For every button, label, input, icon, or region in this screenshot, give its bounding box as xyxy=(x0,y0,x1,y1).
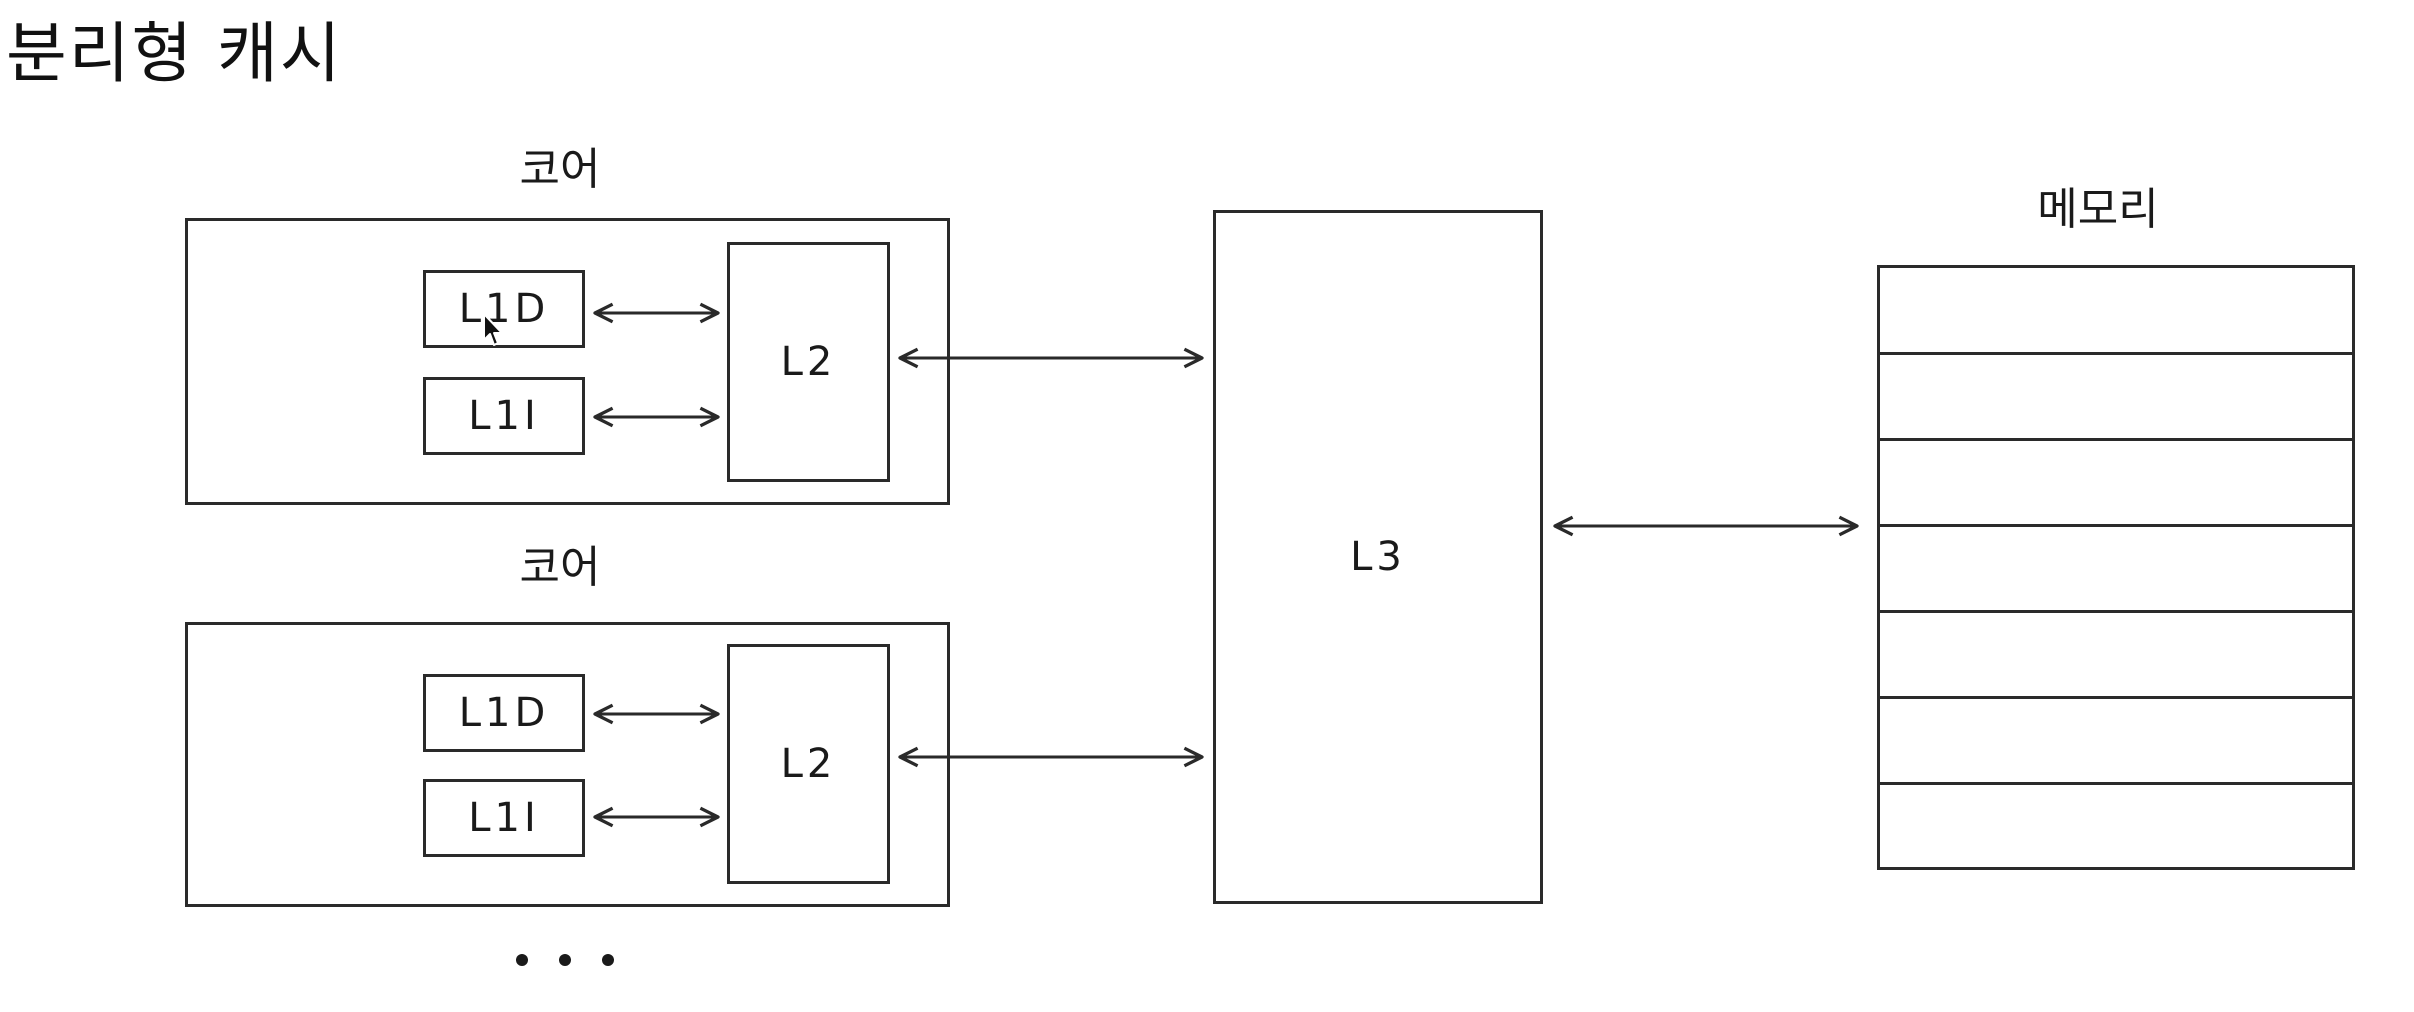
l2-box-1: L2 xyxy=(727,242,890,482)
memory-label: 메모리 xyxy=(2037,184,2159,235)
memory-row-line xyxy=(1880,696,2352,699)
ellipsis-dots xyxy=(516,954,614,966)
memory-row-line xyxy=(1880,782,2352,785)
diagram-title: 분리형 캐시 xyxy=(6,15,343,92)
l3-box: L3 xyxy=(1213,210,1543,904)
l1i-box-2: L1I xyxy=(423,779,585,857)
core-label-2: 코어 xyxy=(519,542,601,593)
l2-box-2: L2 xyxy=(727,644,890,884)
memory-row-line xyxy=(1880,352,2352,355)
core-label-1: 코어 xyxy=(519,144,601,195)
mouse-pointer-icon xyxy=(483,313,503,346)
memory-row-line xyxy=(1880,524,2352,527)
l1d-box-2: L1D xyxy=(423,674,585,752)
memory-row-line xyxy=(1880,438,2352,441)
memory-row-line xyxy=(1880,610,2352,613)
l1d-box-1: L1D xyxy=(423,270,585,348)
l1i-box-1: L1I xyxy=(423,377,585,455)
memory-box xyxy=(1877,265,2355,870)
